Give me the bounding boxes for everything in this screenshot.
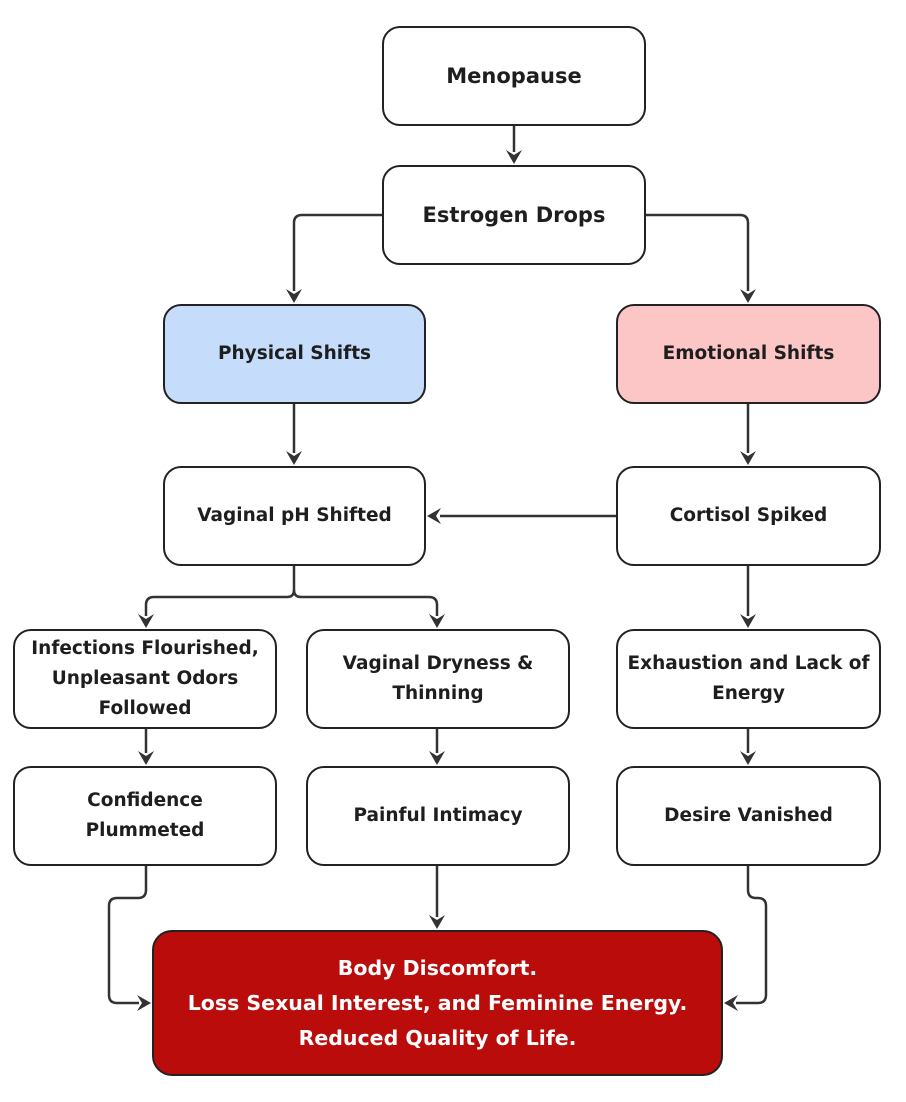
node-emotional-shifts: Emotional Shifts	[616, 304, 881, 404]
node-cortisol-spiked: Cortisol Spiked	[616, 466, 881, 566]
edge-ph-to-infections-line	[144, 566, 296, 616]
arrowhead-icon	[138, 751, 154, 765]
node-menopause: Menopause	[382, 26, 646, 126]
edge-confidence-to-outcome	[107, 866, 151, 1011]
arrowhead-icon	[740, 289, 756, 303]
node-desire-vanished: Desire Vanished	[616, 766, 881, 866]
node-painful-intimacy: Painful Intimacy	[306, 766, 570, 866]
node-menopause-label: Menopause	[446, 64, 582, 88]
arrowhead-icon	[740, 751, 756, 765]
node-infections: Infections Flourished, Unpleasant Odors …	[13, 629, 277, 729]
node-emotional-shifts-label: Emotional Shifts	[662, 343, 835, 364]
arrowhead-icon	[740, 451, 756, 465]
node-physical-shifts-label: Physical Shifts	[217, 343, 372, 364]
arrowhead-icon	[429, 915, 445, 929]
edge-estrogen-to-physical-line	[292, 213, 382, 291]
edge-ph-to-dryness-line	[292, 589, 439, 616]
node-physical-shifts: Physical Shifts	[163, 304, 426, 404]
node-estrogen-drops-label: Estrogen Drops	[422, 203, 606, 227]
node-exhaustion-label: Exhaustion and Lack of Energy	[627, 653, 870, 704]
edge-dryness-to-painful	[429, 729, 445, 765]
arrowhead-icon	[427, 508, 441, 524]
edge-painful-to-outcome	[429, 866, 445, 929]
node-estrogen-drops: Estrogen Drops	[382, 165, 646, 265]
arrowhead-icon	[286, 451, 302, 465]
edge-exhaustion-to-desire	[740, 729, 756, 765]
edge-ph-to-infections	[138, 566, 296, 628]
arrowhead-icon	[137, 995, 151, 1011]
edge-emotional-to-cortisol	[740, 404, 756, 465]
node-confidence-plummeted: Confidence Plummeted	[13, 766, 277, 866]
node-confidence-plummeted-label: Confidence Plummeted	[85, 790, 205, 841]
edge-infections-to-confidence	[138, 729, 154, 765]
arrowhead-icon	[429, 614, 445, 628]
node-vaginal-ph-shifted-label: Vaginal pH Shifted	[197, 505, 392, 526]
arrowhead-icon	[506, 150, 522, 164]
edge-estrogen-to-emotional	[646, 213, 756, 303]
node-infections-label: Infections Flourished, Unpleasant Odors …	[31, 638, 259, 719]
edge-estrogen-to-physical	[286, 213, 382, 303]
edge-cortisol-to-ph	[427, 508, 616, 524]
arrowhead-icon	[724, 995, 738, 1011]
edge-ph-to-dryness	[292, 589, 445, 628]
edge-desire-to-outcome	[724, 866, 768, 1011]
node-painful-intimacy-label: Painful Intimacy	[353, 805, 523, 826]
edge-desire-to-outcome-line	[736, 866, 768, 1005]
node-vaginal-ph-shifted: Vaginal pH Shifted	[163, 466, 426, 566]
node-outcome: Body Discomfort. Loss Sexual Interest, a…	[152, 930, 723, 1076]
node-outcome-label: Body Discomfort. Loss Sexual Interest, a…	[187, 955, 688, 1050]
edge-physical-to-ph	[286, 404, 302, 465]
edge-menopause-to-estrogen	[506, 126, 522, 164]
edge-confidence-to-outcome-line	[107, 866, 148, 1005]
node-vaginal-dryness: Vaginal Dryness & Thinning	[306, 629, 570, 729]
node-exhaustion: Exhaustion and Lack of Energy	[616, 629, 881, 729]
arrowhead-icon	[286, 289, 302, 303]
node-cortisol-spiked-label: Cortisol Spiked	[669, 505, 828, 526]
node-vaginal-dryness-label: Vaginal Dryness & Thinning	[342, 653, 534, 704]
edge-estrogen-to-emotional-line	[646, 213, 750, 291]
edge-cortisol-to-exhaustion	[740, 566, 756, 628]
node-desire-vanished-label: Desire Vanished	[664, 805, 833, 826]
arrowhead-icon	[138, 614, 154, 628]
arrowhead-icon	[740, 614, 756, 628]
arrowhead-icon	[429, 751, 445, 765]
